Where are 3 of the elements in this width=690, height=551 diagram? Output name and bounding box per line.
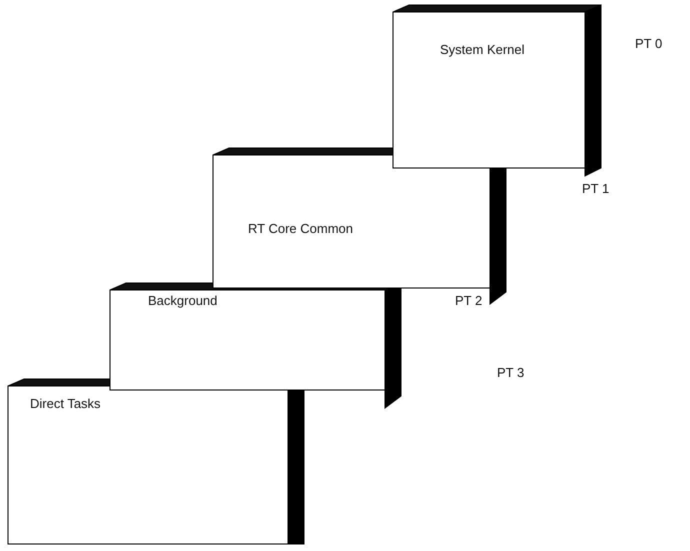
priority-label: PT 0 (635, 36, 662, 51)
priority-label: PT 3 (497, 365, 524, 380)
priority-label: PT 1 (582, 181, 610, 196)
